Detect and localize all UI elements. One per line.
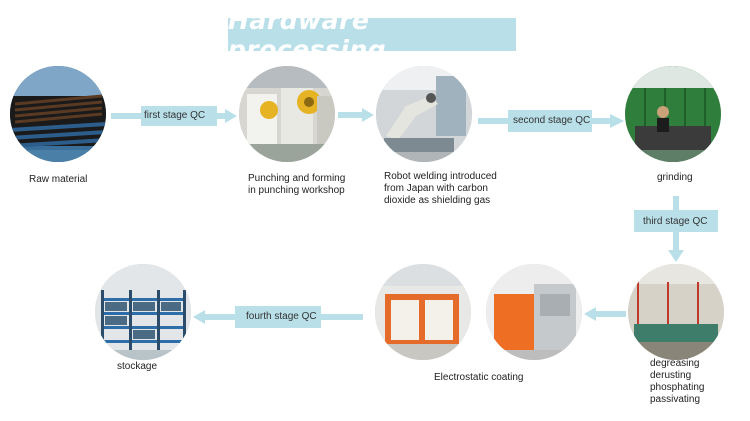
second-qc-arrow <box>478 110 624 132</box>
treatment-label-line: passivating <box>650 394 701 405</box>
grinding-label: grinding <box>657 172 693 183</box>
surface-treatment-photo <box>628 264 724 360</box>
stockage-photo <box>95 264 191 360</box>
raw-material-label: Raw material <box>29 174 88 185</box>
treatment-label-line: phosphating <box>650 382 705 393</box>
third-qc-arrow <box>634 196 718 262</box>
punching-to-welding-arrow <box>338 108 374 122</box>
punching-photo <box>239 66 335 162</box>
coating-label: Electrostatic coating <box>434 372 524 383</box>
second-qc-label: second stage QC <box>513 115 591 126</box>
welding-label-line: Robot welding introduced <box>384 171 497 182</box>
page-title: Hardware processing <box>228 5 387 64</box>
title-banner: Hardware processing <box>228 6 516 64</box>
treatment-label-line: derusting <box>650 370 692 381</box>
coating-photo-1 <box>375 264 471 360</box>
treatment-label-line: degreasing <box>650 358 700 369</box>
grinding-photo <box>625 66 721 162</box>
first-qc-label: first stage QC <box>144 110 206 121</box>
treatment-label: degreasing derusting phosphating passiva… <box>650 358 705 406</box>
punching-label: Punching and forming in punching worksho… <box>248 173 345 197</box>
fourth-qc-label: fourth stage QC <box>246 311 317 322</box>
welding-label: Robot welding introduced from Japan with… <box>384 171 497 207</box>
punching-label-line: in punching workshop <box>248 185 345 196</box>
stockage-label: stockage <box>117 361 158 372</box>
first-qc-arrow <box>111 106 237 126</box>
welding-photo <box>376 66 472 162</box>
third-qc-label: third stage QC <box>643 216 708 227</box>
punching-label-line: Punching and forming <box>248 173 346 184</box>
welding-label-line: dioxide as shielding gas <box>384 195 491 206</box>
fourth-qc-arrow <box>193 306 363 328</box>
coating-photo-2 <box>486 264 582 360</box>
raw-material-photo <box>10 66 106 162</box>
treatment-to-coating-arrow <box>584 307 626 321</box>
welding-label-line: from Japan with carbon <box>384 183 488 194</box>
